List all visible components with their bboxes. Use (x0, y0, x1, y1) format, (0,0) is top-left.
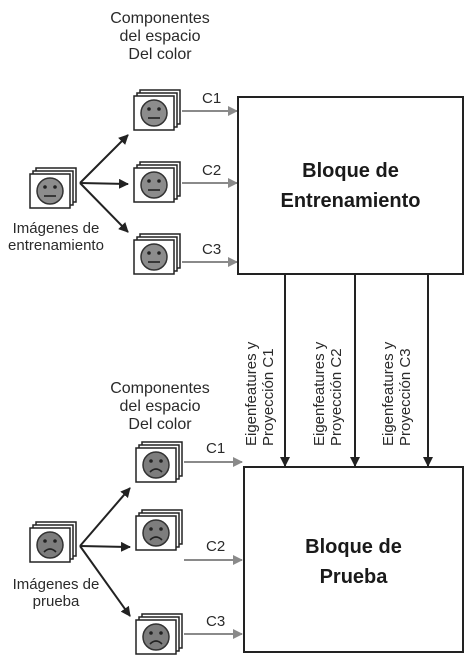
training-components-line-2: del espacio (119, 28, 201, 45)
training-c2-stack-icon (133, 161, 181, 203)
training-components-label: Componentes del espacio Del color (100, 10, 220, 64)
testing-channel-c2: C2 (206, 538, 226, 555)
projection-label-1-line-2: Proyección C1 (260, 348, 277, 446)
testing-source-line-2: prueba (32, 593, 80, 610)
training-c1-stack-icon (133, 89, 181, 131)
training-block-title-line-1: Bloque de (302, 160, 399, 182)
testing-block-title: Bloque de Prueba (244, 532, 463, 592)
training-source-icon (29, 167, 77, 209)
testing-block-title-line-1: Bloque de (305, 536, 402, 558)
projection-label-2-line-2: Proyección C2 (328, 348, 345, 446)
testing-channel-c3: C3 (206, 613, 226, 630)
testing-fan-arrow-1 (79, 487, 131, 547)
projection-label-1: Eigenfeatures y Proyección C1 (243, 342, 277, 446)
testing-components-line-2: del espacio (119, 398, 201, 415)
testing-source-line-1: Imágenes de (12, 576, 100, 593)
training-source-line-1: Imágenes de (12, 220, 100, 237)
training-components-line-1: Componentes (110, 10, 210, 27)
testing-fan-arrow-2 (79, 541, 131, 552)
testing-block-title-line-2: Prueba (319, 566, 388, 588)
testing-source-label: Imágenes de prueba (8, 576, 104, 610)
training-block-title-line-2: Entrenamiento (280, 190, 421, 212)
projection-label-2-line-1: Eigenfeatures y (311, 341, 328, 446)
training-fan-arrow-3 (79, 182, 129, 233)
training-block-title: Bloque de Entrenamiento (238, 156, 463, 216)
testing-c2-stack-icon (135, 509, 183, 551)
training-components-line-3: Del color (128, 46, 192, 63)
projection-label-2: Eigenfeatures y Proyección C2 (311, 342, 345, 446)
testing-fan-arrow-3 (79, 545, 131, 617)
training-channel-c2: C2 (202, 162, 222, 179)
training-source-line-2: entrenamiento (8, 237, 104, 254)
training-c3-stack-icon (133, 233, 181, 275)
training-channel-c3: C3 (202, 241, 222, 258)
testing-c3-stack-icon (135, 613, 183, 655)
training-channel-c1: C1 (202, 90, 222, 107)
testing-c1-stack-icon (135, 441, 183, 483)
testing-components-line-3: Del color (128, 416, 192, 433)
testing-components-line-1: Componentes (110, 380, 210, 397)
testing-components-label: Componentes del espacio Del color (100, 380, 220, 434)
projection-label-3: Eigenfeatures y Proyección C3 (380, 342, 414, 446)
testing-channel-c1: C1 (206, 440, 226, 457)
projection-label-3-line-2: Proyección C3 (397, 348, 414, 446)
training-source-label: Imágenes de entrenamiento (2, 220, 110, 254)
projection-label-3-line-1: Eigenfeatures y (380, 341, 397, 446)
training-fan-arrow-1 (79, 134, 129, 184)
training-block (237, 96, 464, 275)
training-fan-arrow-2 (79, 178, 129, 189)
testing-source-icon (29, 521, 77, 563)
projection-label-1-line-1: Eigenfeatures y (243, 341, 260, 446)
testing-block (243, 466, 464, 653)
